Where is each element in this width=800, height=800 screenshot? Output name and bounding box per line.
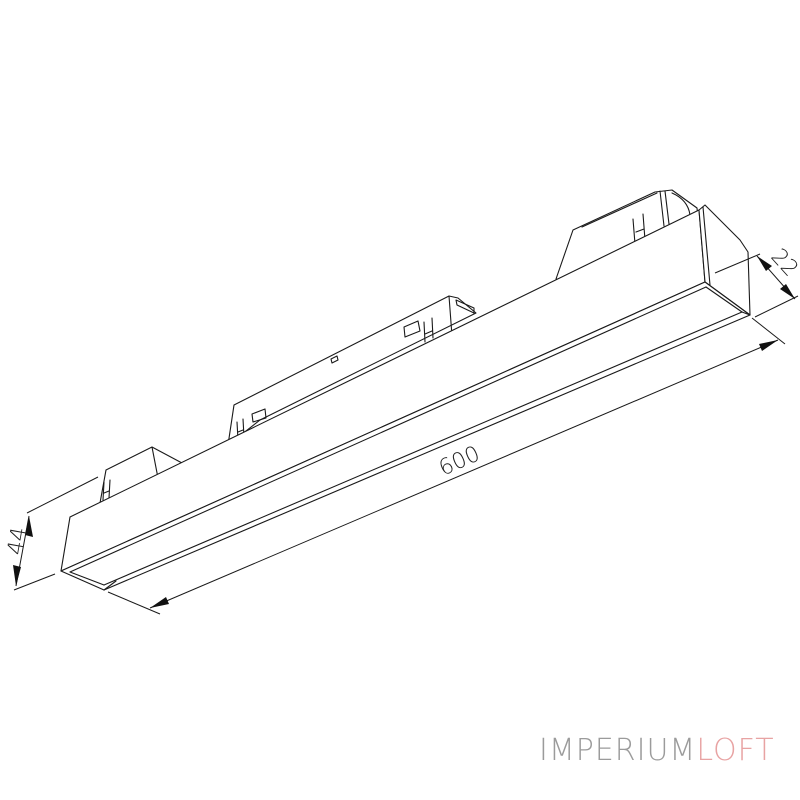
brand-watermark: IMPERIUMLOFT — [539, 733, 775, 768]
watermark-loft: LOFT — [696, 733, 775, 768]
dimension-height-label: 44 — [3, 525, 32, 557]
dimension-width-label: 22 — [766, 244, 800, 282]
dimension-height: 44 — [3, 476, 99, 591]
adapter-middle — [227, 295, 477, 446]
lamp-body — [60, 204, 751, 591]
watermark-imperium: IMPERIUM — [539, 733, 697, 768]
